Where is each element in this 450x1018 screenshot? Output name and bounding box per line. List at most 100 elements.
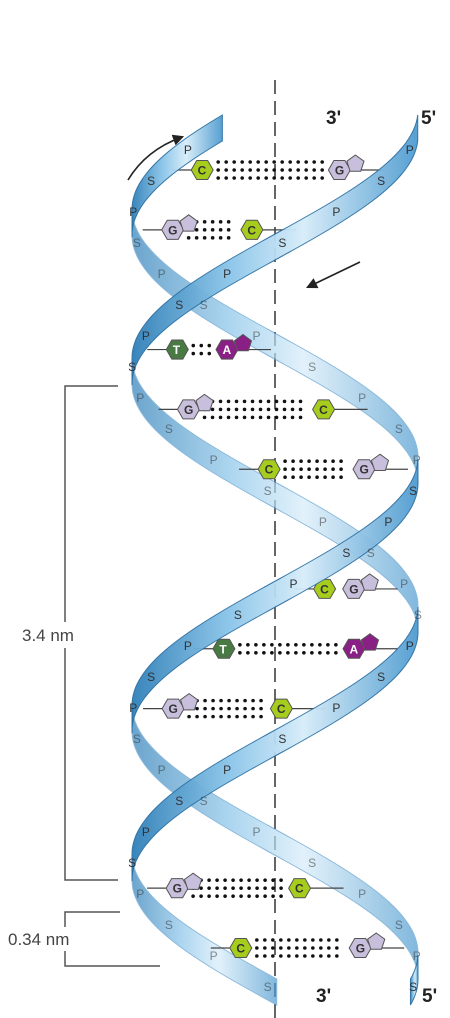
hydrogen-bonds — [216, 160, 324, 180]
svg-text:C: C — [277, 702, 286, 716]
backbone-phosphate-label: P — [406, 639, 414, 653]
backbone-phosphate-label: P — [158, 267, 166, 281]
backbone-phosphate-label: P — [332, 205, 340, 219]
svg-text:C: C — [319, 403, 328, 417]
backbone-sugar-label: S — [308, 856, 316, 870]
base-G-icon: G — [328, 155, 364, 180]
backbone-sugar-label: S — [308, 360, 316, 374]
backbone-sugar-label: S — [147, 670, 155, 684]
backbone-sugar-label: S — [409, 484, 417, 498]
backbone-phosphate-label: P — [413, 949, 421, 963]
base-C-icon: C — [191, 161, 213, 180]
backbone-sugar-label: S — [264, 980, 272, 994]
backbone-phosphate-label: P — [142, 329, 150, 343]
backbone-phosphate-label: P — [253, 825, 261, 839]
backbone-sugar-label: S — [175, 298, 183, 312]
svg-text:T: T — [219, 642, 227, 656]
backbone-sugar-label: S — [147, 174, 155, 188]
base-C-icon: C — [230, 939, 252, 958]
backbone-phosphate-label: P — [384, 515, 392, 529]
backbone-phosphate-label: P — [129, 205, 137, 219]
backbone-sugar-label: S — [264, 484, 272, 498]
svg-text:G: G — [168, 223, 177, 237]
svg-text:G: G — [356, 942, 365, 956]
backbone-sugar-label: S — [409, 980, 417, 994]
svg-text:G: G — [173, 882, 182, 896]
strand-direction-arrow-icon — [308, 262, 360, 287]
label-3prime-top: 3' — [326, 108, 341, 129]
base-T-icon: T — [166, 340, 188, 359]
base-C-icon: C — [241, 220, 263, 239]
base-T-icon: T — [213, 639, 235, 658]
base-C-icon: C — [270, 699, 292, 718]
backbone-sugar-label: S — [165, 422, 173, 436]
base-G-icon: G — [353, 454, 389, 479]
base-G-icon: G — [343, 574, 379, 599]
base-A-icon: A — [343, 634, 379, 659]
backbone-phosphate-label: P — [223, 763, 231, 777]
backbone-sugar-label: S — [175, 794, 183, 808]
svg-text:C: C — [247, 223, 256, 237]
svg-text:C: C — [295, 882, 304, 896]
svg-text:G: G — [359, 463, 368, 477]
svg-text:A: A — [222, 343, 231, 357]
backbone-phosphate-label: P — [184, 639, 192, 653]
backbone-phosphate-label: P — [184, 143, 192, 157]
base-G-icon: G — [166, 873, 202, 898]
svg-text:A: A — [349, 642, 358, 656]
backbone-sugar-label: S — [395, 918, 403, 932]
base-C-icon: C — [313, 400, 335, 419]
backbone-phosphate-label: P — [210, 949, 218, 963]
backbone-phosphate-label: P — [319, 515, 327, 529]
svg-text:G: G — [349, 582, 358, 596]
backbone-phosphate-label: P — [358, 391, 366, 405]
backbone-sugar-label: S — [367, 546, 375, 560]
backbone-sugar-label: S — [133, 732, 141, 746]
backbone-phosphate-label: P — [332, 701, 340, 715]
base-C-icon: C — [289, 879, 311, 898]
hydrogen-bonds — [238, 643, 338, 655]
svg-text:C: C — [320, 582, 329, 596]
base-A-icon: A — [216, 335, 252, 360]
backbone-phosphate-label: P — [158, 763, 166, 777]
base-G-icon: G — [162, 694, 198, 719]
backbone-phosphate-label: P — [210, 453, 218, 467]
base-C-icon: C — [258, 460, 280, 479]
svg-text:T: T — [173, 343, 181, 357]
svg-text:G: G — [335, 164, 344, 178]
svg-text:C: C — [236, 942, 245, 956]
svg-text:C: C — [198, 164, 207, 178]
backbone-phosphate-label: P — [400, 577, 408, 591]
rise-label: 0.34 nm — [8, 930, 69, 949]
backbone-phosphate-label: P — [358, 887, 366, 901]
svg-text:C: C — [265, 463, 274, 477]
backbone-phosphate-label: P — [413, 453, 421, 467]
backbone-sugar-label: S — [133, 236, 141, 250]
hydrogen-bonds — [203, 400, 303, 420]
backbone-sugar-label: S — [395, 422, 403, 436]
backbone-sugar-label: S — [278, 236, 286, 250]
backbone-sugar-label: S — [377, 670, 385, 684]
hydrogen-bonds — [191, 878, 283, 898]
pitch-bracket: 3.4 nm — [20, 386, 118, 880]
backbone-phosphate-label: P — [406, 143, 414, 157]
base-G-icon: G — [178, 394, 214, 419]
rise-bracket: 0.34 nm — [6, 912, 160, 966]
label-5prime-bottom: 5' — [422, 986, 437, 1007]
backbone-phosphate-label: P — [136, 391, 144, 405]
backbone-sugar-label: S — [128, 856, 136, 870]
pitch-label: 3.4 nm — [22, 626, 74, 645]
svg-text:G: G — [169, 702, 178, 716]
backbone-phosphate-label: P — [142, 825, 150, 839]
hydrogen-bonds — [255, 938, 339, 958]
backbone-sugar-label: S — [278, 732, 286, 746]
label-3prime-bottom: 3' — [316, 986, 331, 1007]
base-G-icon: G — [162, 215, 198, 240]
backbone-sugar-label: S — [200, 794, 208, 808]
base-G-icon: G — [349, 933, 385, 958]
backbone-phosphate-label: P — [253, 329, 261, 343]
hydrogen-bonds — [187, 699, 263, 719]
backbone-sugar-label: S — [377, 174, 385, 188]
strand-1-ribbon-segment-3 — [132, 855, 277, 1005]
backbone-phosphate-label: P — [223, 267, 231, 281]
